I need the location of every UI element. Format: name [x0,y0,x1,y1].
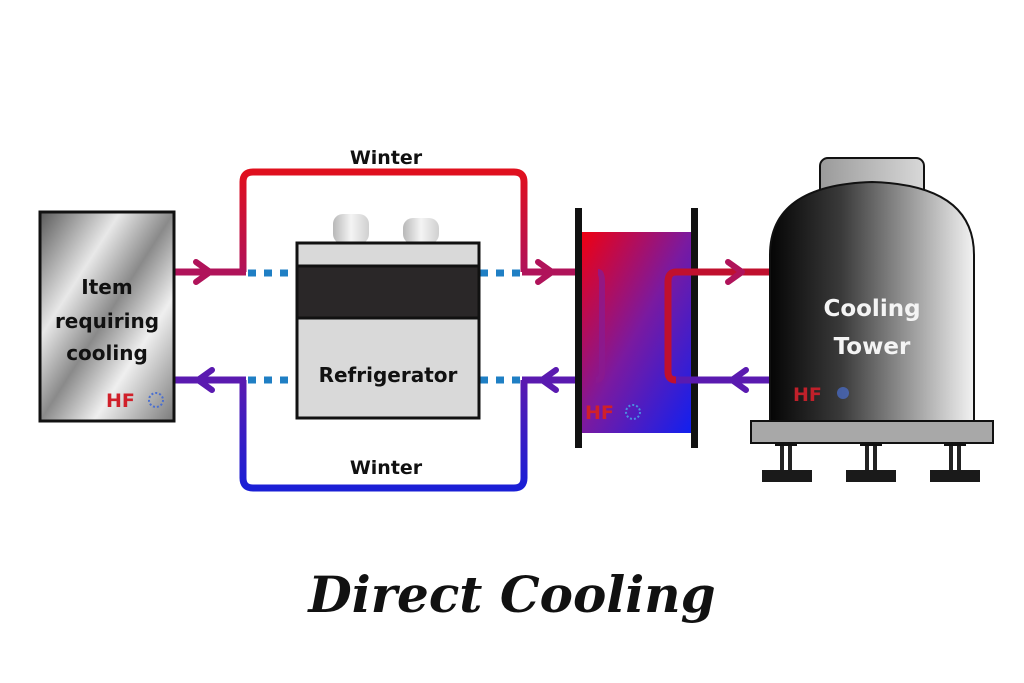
winter-bypass-pipe-bottom [239,380,528,492]
heat-exchanger-plate-right [691,208,698,448]
cooling-tower: Cooling Tower HF [750,157,994,482]
logo-text: HF [585,402,614,424]
sun-snowflake-icon [625,404,641,420]
cooling-tower-feet [762,443,980,482]
arrow-left-icon [729,367,749,393]
winter-bypass-pipe-top [239,168,528,272]
item-label-line2: requiring [55,309,159,333]
item-requiring-cooling: Item requiring cooling HF [38,210,176,423]
logo-text: HF [793,384,822,406]
arrow-right-icon [193,259,213,285]
sun-snowflake-icon [148,392,164,408]
arrow-right-icon [725,259,745,285]
sun-snowflake-icon [837,387,849,399]
arrow-right-icon [535,259,555,285]
cooling-tower-base [750,420,994,444]
refrigerator-knob [403,218,439,244]
hx-internal-pipe-right [664,268,770,384]
refrigerator-dark-band [295,264,481,320]
hx-internal-pipe-left [595,269,605,383]
refrigerator: Refrigerator [295,214,481,420]
logo-text: HF [106,390,135,412]
winter-label-bottom: Winter [350,457,423,479]
winter-label-top: Winter [350,147,423,169]
diagram-title: Direct Cooling [306,565,715,624]
cooling-tower-label-line1: Cooling [823,296,920,322]
heat-exchanger: HF [575,208,770,448]
arrow-left-icon [195,367,215,393]
refrigerator-label: Refrigerator [319,363,458,387]
item-label-line3: cooling [66,341,148,365]
item-label-line1: Item [81,275,132,299]
cooling-tower-label-line2: Tower [834,334,911,360]
refrigerator-knob [333,214,369,244]
arrow-left-icon [539,367,559,393]
cooling-tower-body [769,180,975,423]
heat-exchanger-plate-left [575,208,582,448]
